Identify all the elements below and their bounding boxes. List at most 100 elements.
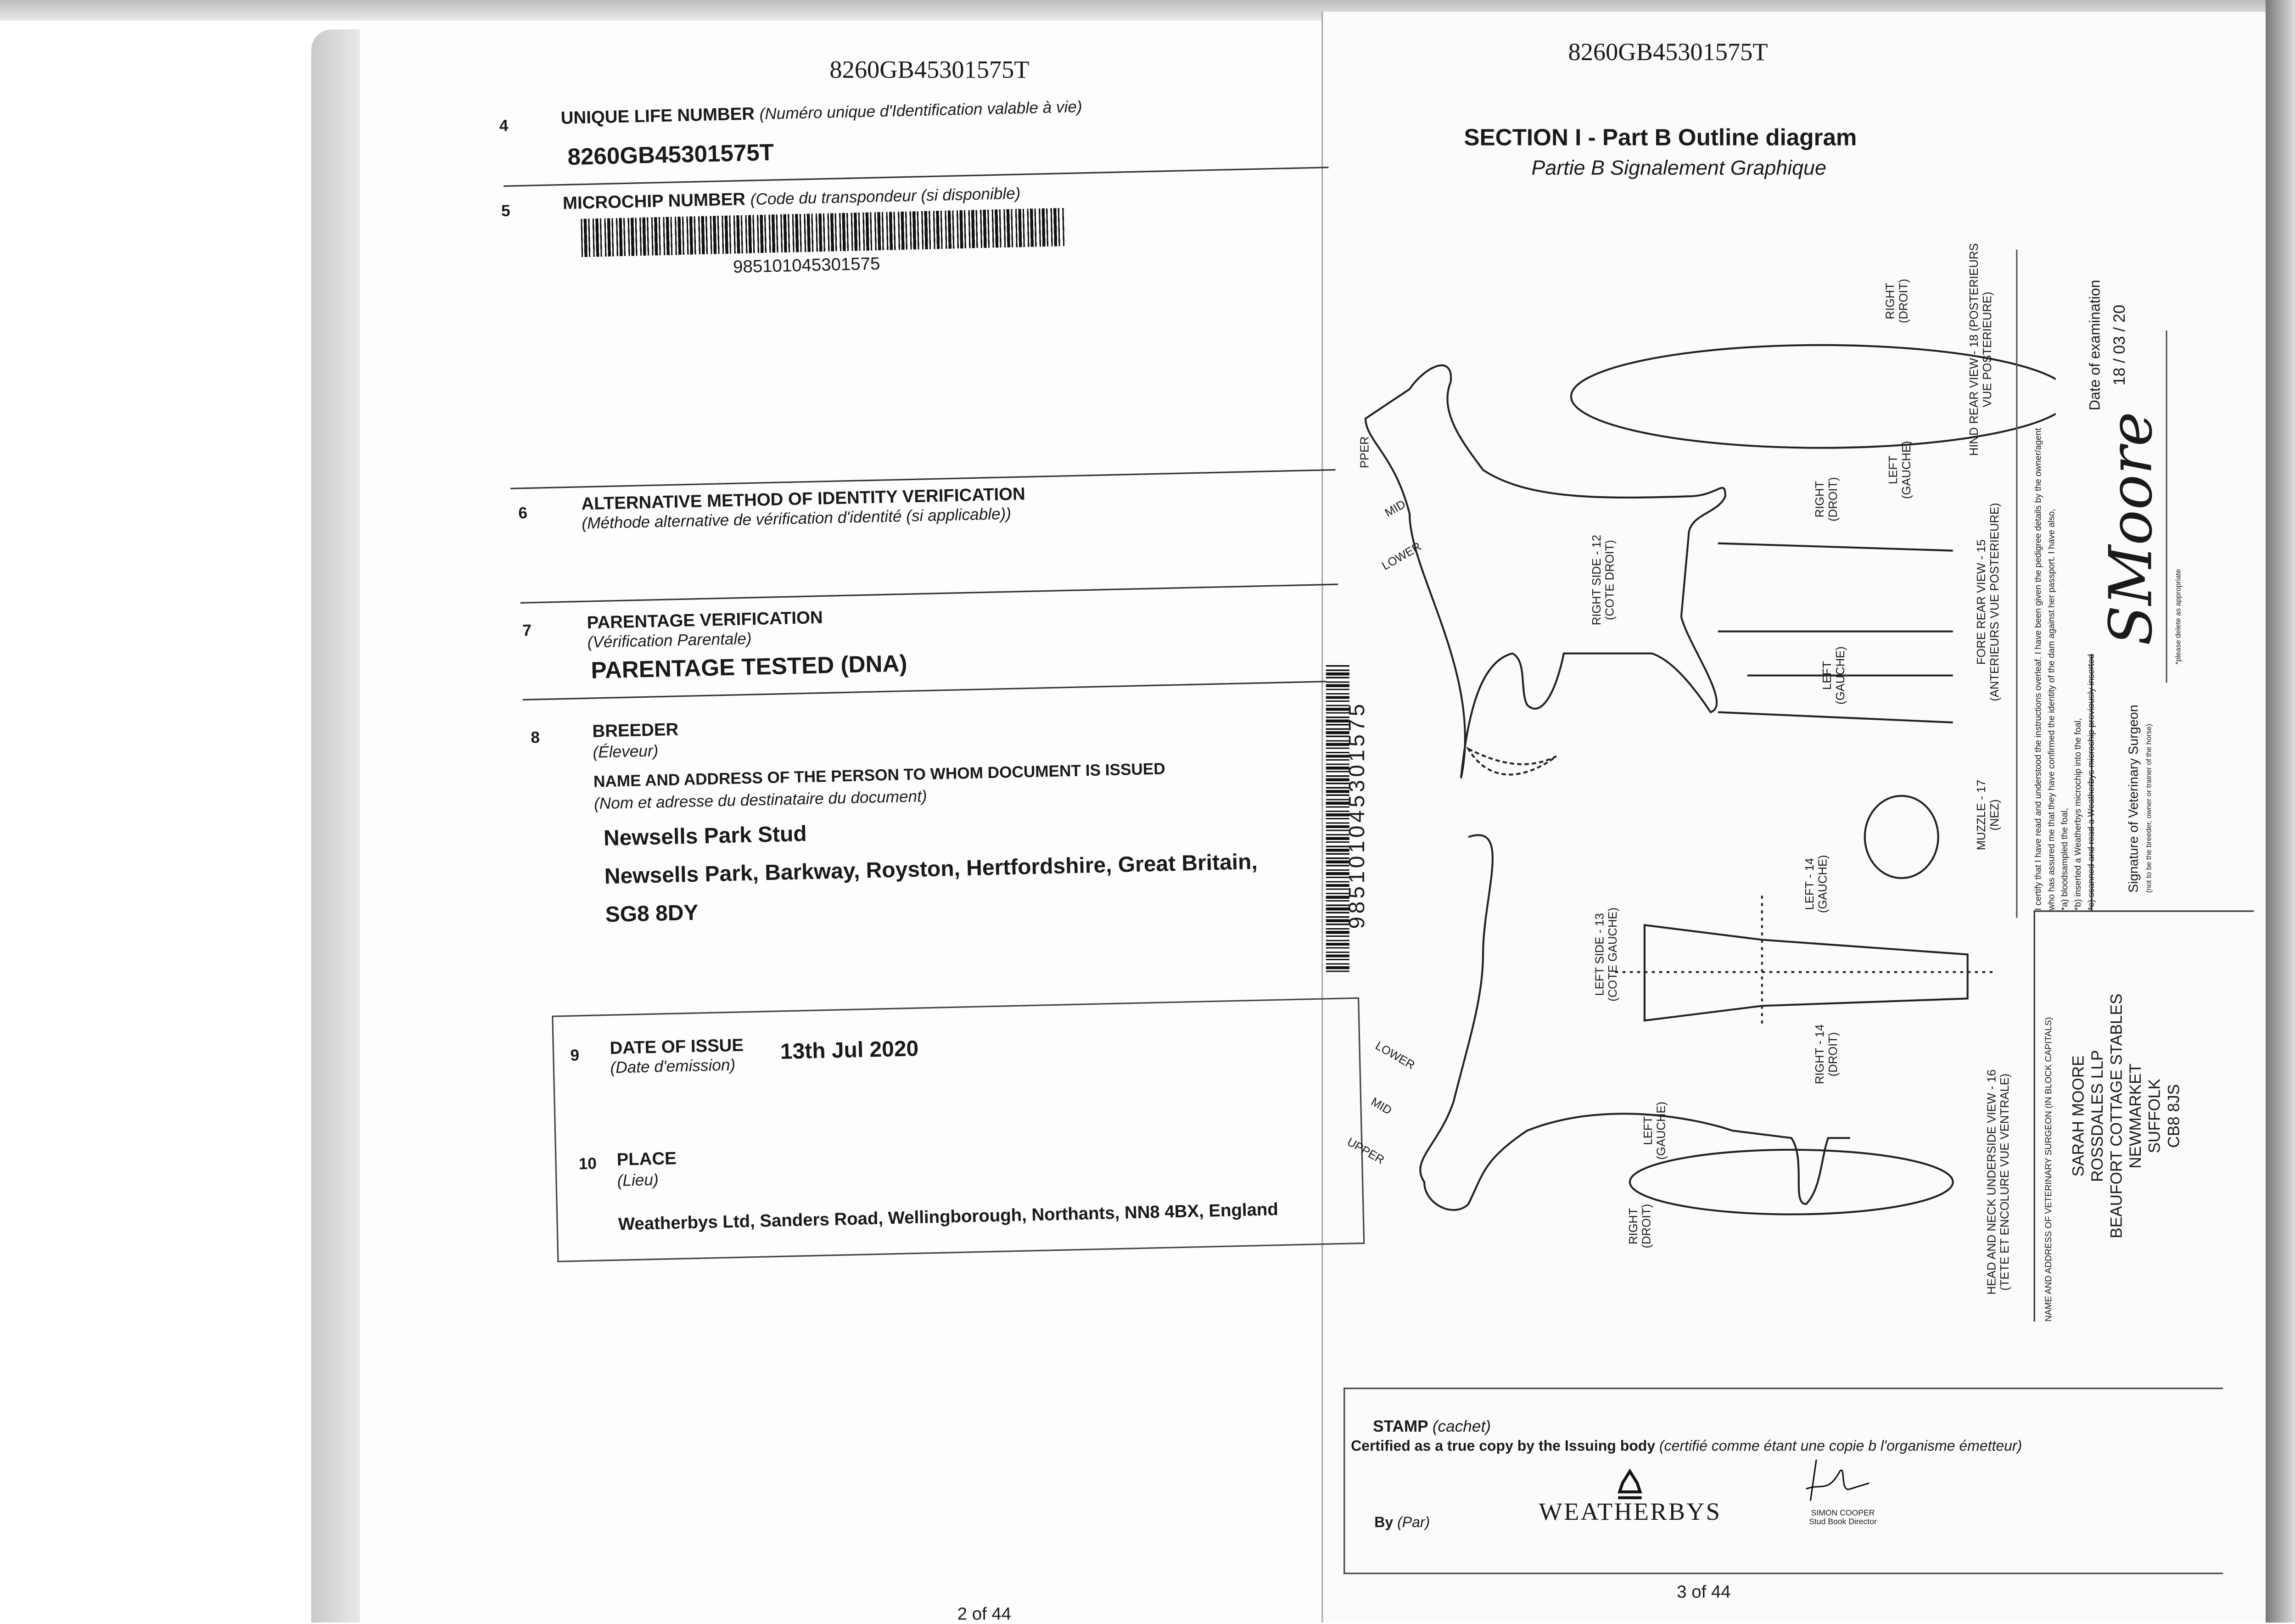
parentage-value: PARENTAGE TESTED (DNA) [590,652,908,684]
divider [520,583,1338,604]
section-number: 8 [531,729,540,748]
cert-line-2: who has assured me that they have confir… [2048,509,2057,911]
breeder-label-fr: (Éleveur) [593,743,659,762]
breeder-label: BREEDER [592,719,679,742]
label-fore-left: LEFT(GAUCHE) [1821,632,1847,720]
microchip-number: 985101045301575 [733,253,880,277]
label-en: RIGHT [1627,1208,1640,1245]
label-fore-right: RIGHT(DROIT) [1814,455,1840,543]
label-en: HEAD AND NECK UNDERSIDE VIEW - 16 [1985,1069,1998,1295]
label-right-side: RIGHT SIDE - 12(COTE DROIT) [1590,492,1617,668]
label-fr: (TETE ET ENCOLURE VUE VENTRALE) [1998,1073,2012,1291]
label-fore-rear-view: FORE REAR VIEW - 15(ANTERIEURS VUE POSTE… [1975,499,2002,705]
section-number: 10 [578,1155,597,1174]
signature-label: Signature of Veterinary Surgeon [2126,705,2141,893]
vet-town: NEWMARKET [2127,1063,2145,1169]
label-en: HIND REAR VIEW - 18 (POSTERIEURS [1967,243,1981,456]
recipient-name: Newsells Park Stud [603,822,807,851]
director-name: SIMON COOPER [1811,1509,1875,1518]
weatherbys-crest-icon [1618,1468,1642,1500]
label-muzzle: MUZZLE - 17(NEZ) [1975,778,2002,851]
label-fr: (cachet) [1432,1418,1491,1436]
label-fr: (GAUCHE) [1655,1101,1668,1160]
place-label: PLACE [616,1148,677,1170]
director-title: Stud Book Director [1809,1518,1877,1527]
vet-county: SUFFOLK [2146,1079,2165,1154]
date-of-issue-value: 13th Jul 2020 [780,1036,919,1065]
label-head-neck-underside: HEAD AND NECK UNDERSIDE VIEW - 16(TETE E… [1985,1064,2012,1299]
hind-rear-view-outline [1570,344,2056,449]
label-fr: (GAUCHE) [1834,646,1847,705]
label-fr: (Par) [1397,1515,1430,1532]
horse-outline-diagram [1364,344,2056,1215]
date-of-issue-label: DATE OF ISSUE [610,1035,744,1058]
label-en: LEFT [1886,455,1900,484]
signature-note: (not to be the breeder, owner or trainer… [2145,723,2154,893]
label-en: RIGHT - 14 [1813,1024,1827,1085]
certification-divider [2016,249,2018,918]
right-side-horse-outline [1364,364,1726,778]
left-header-id: 8260GB45301575T [829,56,1030,84]
signature-line [2166,330,2167,683]
left-page [359,20,1329,1623]
unique-life-number-label: UNIQUE LIFE NUMBER (Numéro unique d'Iden… [560,96,1083,128]
left-page-content: 4 UNIQUE LIFE NUMBER (Numéro unique d'Id… [499,96,1365,1262]
place-label-fr: (Lieu) [617,1171,659,1191]
parentage-label-fr: (Vérification Parentale) [587,630,752,652]
vet-address-label: NAME AND ADDRESS OF VETERINARY SURGEON (… [2045,1017,2054,1322]
director-signature [1806,1459,1870,1501]
vet-box-top [2033,910,2254,912]
tail-marking [1466,746,1557,776]
label-en: LEFT [1641,1116,1655,1145]
label-fr: (COTE GAUCHE) [1606,907,1620,1002]
vet-signature: SMoore [2098,411,2166,646]
label-fr: (NEZ) [1988,799,2002,831]
unique-life-number-value: 8260GB45301575T [567,141,774,171]
fore-rear-legs [1718,542,1953,723]
vet-practice: ROSSDALES LLP [2089,1050,2107,1182]
recipient-label-fr: (Nom et adresse du destinataire du docum… [593,788,928,814]
vet-box-left [2033,910,2035,1322]
label-fr: (COTE DROIT) [1603,540,1617,621]
label-fr: (Numéro unique d'Identification valable … [759,99,1083,124]
by-label: By (Par) [1374,1515,1430,1531]
right-header-id: 8260GB45301575T [1568,38,1768,66]
label-left-14: LEFT - 14(GAUCHE) [1803,840,1830,928]
top-view-crosshair [1615,896,1997,1028]
label-right-14: RIGHT - 14(DROIT) [1814,1010,1840,1098]
weatherbys-logo: WEATHERBYS [1539,1497,1722,1526]
left-side-horse-outline [1419,834,1850,1211]
label-head-left: LEFT(GAUCHE) [1641,1086,1668,1175]
left-page-number: 2 of 44 [957,1603,1012,1624]
microchip-barcode [581,207,1066,258]
label-fr: (certifié comme étant une copie b l'orga… [1659,1439,2022,1456]
section-number: 4 [499,118,509,136]
vet-postcode: CB8 8JS [2166,1084,2183,1148]
label-fr: (GAUCHE) [1900,441,1914,499]
section-subtitle: Partie B Signalement Graphique [1531,156,1826,179]
date-of-issue-label-fr: (Date d'emission) [610,1057,736,1078]
label-fr: (DROIT) [1826,1032,1840,1077]
certified-copy-text: Certified as a true copy by the Issuing … [1351,1439,2022,1455]
label-hind-right: RIGHT(DROIT) [1884,264,1910,338]
cert-option-a: *a) bloodsampled the foal, [2061,808,2071,911]
delete-note: *please delete as appropriate [2174,569,2183,665]
head-underside-outline [1629,1148,1954,1215]
label-left-side: LEFT SIDE - 13(COTE GAUCHE) [1593,866,1620,1042]
label-fr: (DROIT) [1897,279,1910,324]
section-number: 9 [570,1047,580,1065]
label-en: By [1374,1515,1394,1532]
right-page [1321,11,2267,1623]
parentage-label: PARENTAGE VERIFICATION [587,607,823,633]
label-fr: (DROIT) [1640,1204,1654,1249]
section-number: 7 [522,622,532,640]
label-fr: (GAUCHE) [1816,855,1830,913]
label-head-right: RIGHT(DROIT) [1627,1189,1653,1263]
label-en: STAMP [1373,1418,1428,1436]
recipient-address-line2: SG8 8DY [605,901,699,928]
label-fr: VUE POSTERIEURE) [1981,291,1994,408]
top-view-outline [1643,924,1969,1022]
label-en: FORE REAR VIEW - 15 [1975,539,1988,665]
label-fr: (Code du transpondeur (si disponible) [750,185,1021,209]
